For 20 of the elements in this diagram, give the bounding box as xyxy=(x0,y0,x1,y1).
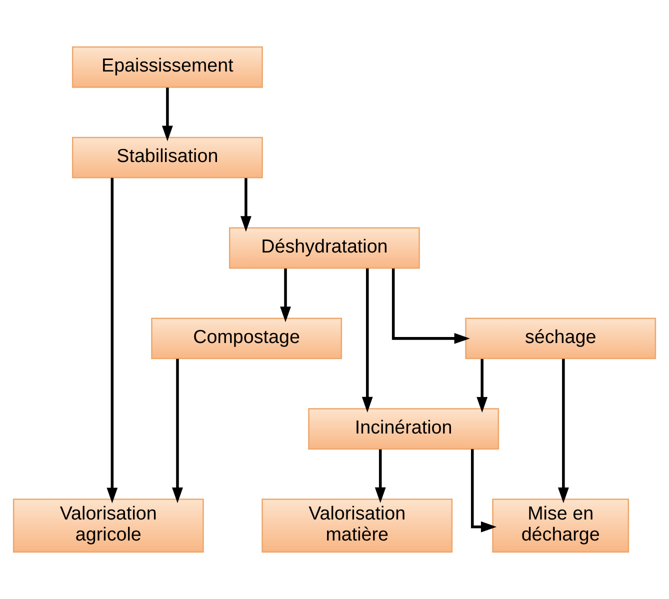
node-box: Incinération xyxy=(308,408,500,450)
arrow xyxy=(280,268,291,322)
arrow xyxy=(476,358,488,413)
node-box: Compostage xyxy=(151,318,342,360)
node-box: Stabilisation xyxy=(72,136,263,178)
arrow xyxy=(374,449,386,504)
arrow xyxy=(392,268,470,344)
arrow xyxy=(240,178,252,232)
arrow xyxy=(470,449,497,532)
node-box: Epaississement xyxy=(72,46,263,88)
node-box: séchage xyxy=(465,318,656,360)
arrow xyxy=(362,268,373,412)
arrow xyxy=(162,88,173,142)
arrow xyxy=(106,178,118,504)
node-box: Valorisation matière xyxy=(262,498,453,553)
node-box: Valorisation agricole xyxy=(12,498,204,553)
node-box: Mise en décharge xyxy=(492,498,630,553)
arrow xyxy=(172,358,183,504)
arrow xyxy=(558,358,569,504)
node-box: Déshydratation xyxy=(228,227,420,269)
